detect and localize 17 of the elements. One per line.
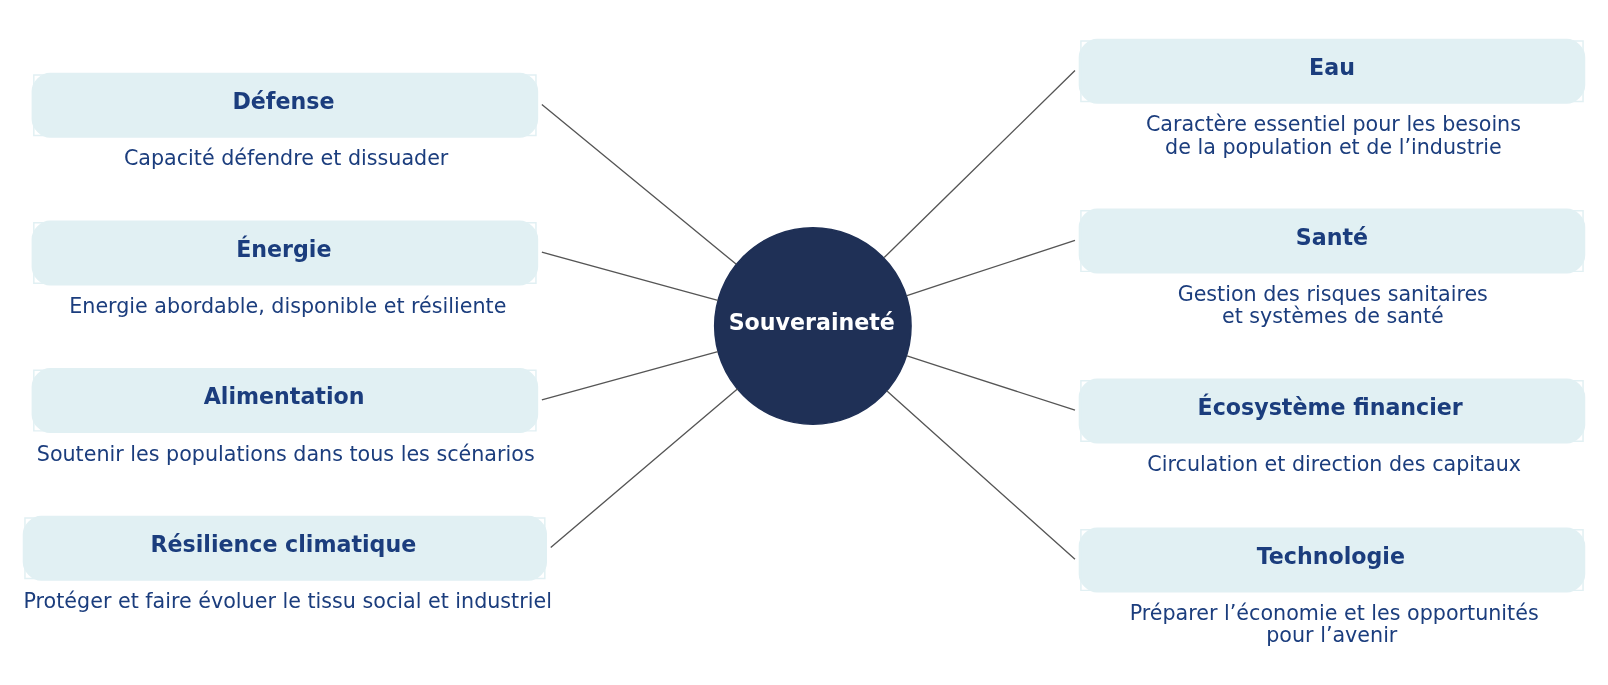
node-label: Circulation et direction des capitaux	[1147, 451, 1522, 476]
node-label: Préparer l’économie et les opportunités pour l’avenir	[1129, 600, 1539, 647]
connector	[550, 387, 739, 548]
node-label: Gestion des risques sanitaires et systèmes de santé	[1177, 281, 1488, 328]
node-circle: Souveraineté	[713, 226, 912, 425]
connector	[541, 103, 737, 265]
connector	[906, 354, 1076, 411]
node-label: Protéger et faire évoluer le tissu social et industriel	[23, 588, 552, 613]
connector	[541, 350, 719, 401]
node-label: Capacité défendre et dissuader	[123, 145, 449, 170]
connector	[541, 251, 719, 301]
connector	[883, 69, 1076, 258]
node-label: Soutenir les populations dans tous les scénarios	[36, 441, 535, 466]
connector	[886, 389, 1076, 560]
node-label: Caractère essentiel pour les besoins de la population et de l’industrie	[1145, 111, 1521, 159]
connector	[906, 239, 1076, 296]
node-label: Energie abordable, disponible et résiliente	[69, 293, 507, 318]
